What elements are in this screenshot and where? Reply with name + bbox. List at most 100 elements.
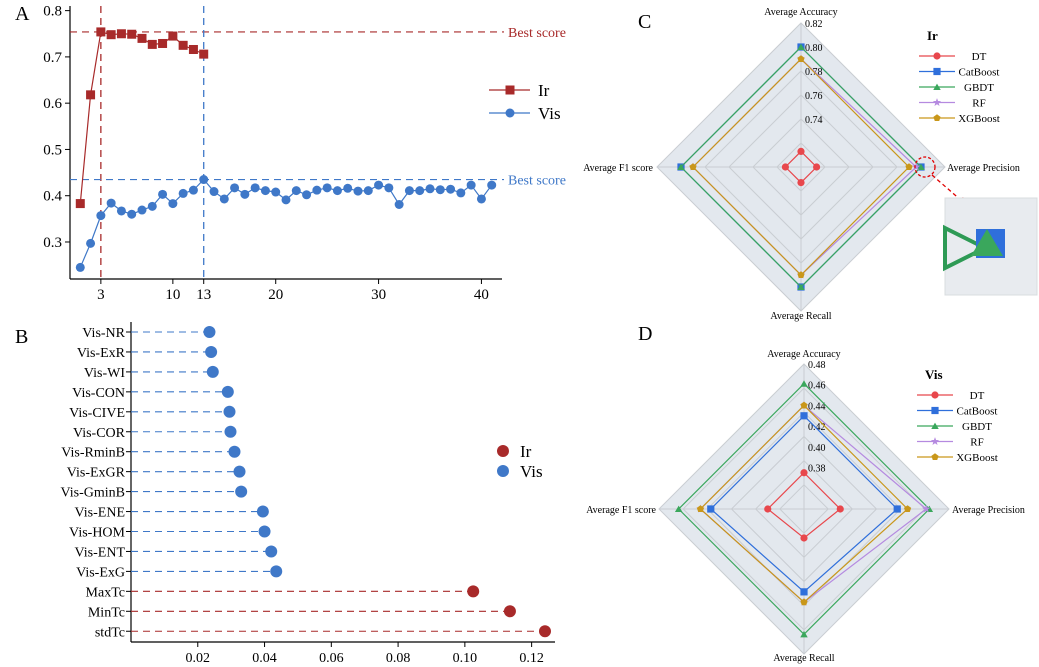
radar-point-xgboost xyxy=(797,271,805,279)
data-point-vis xyxy=(353,186,363,196)
radar-point-dt xyxy=(781,163,790,171)
data-point-ir xyxy=(199,49,209,59)
legend-marker xyxy=(497,445,509,457)
data-point-vis xyxy=(96,211,106,221)
data-point-vis xyxy=(322,183,332,193)
radar-tick-label: 0.44 xyxy=(808,401,826,412)
data-point-ir xyxy=(178,40,188,50)
lollipop-dot xyxy=(221,385,234,398)
category-label: stdTc xyxy=(95,625,125,640)
x-tick-label: 0.02 xyxy=(186,651,211,666)
radar-point-gbdt xyxy=(797,43,805,51)
data-point-vis xyxy=(260,186,270,196)
x-tick-label: 0.10 xyxy=(453,651,478,666)
radar-point-dt xyxy=(800,469,808,477)
legend-label: DT xyxy=(970,390,985,402)
lollipop-dot xyxy=(235,485,248,498)
data-point-vis xyxy=(230,183,240,193)
radar-point-xgboost xyxy=(905,163,913,171)
data-point-vis xyxy=(384,183,394,193)
y-tick-label: 0.7 xyxy=(43,50,62,66)
radar-point-xgboost xyxy=(689,163,697,171)
y-tick-label: 0.8 xyxy=(43,4,62,20)
data-point-vis xyxy=(188,185,198,195)
x-tick-label: 0.04 xyxy=(252,651,277,666)
zoom-inset-triangle xyxy=(971,229,1003,256)
radar-point-xgboost xyxy=(903,505,912,513)
radar-point-dt xyxy=(800,534,808,542)
data-point-ir xyxy=(96,27,106,37)
lollipop-dot xyxy=(270,565,283,578)
legend-label: RF xyxy=(972,98,985,110)
radar-point-gbdt xyxy=(674,505,683,513)
data-point-vis xyxy=(158,189,168,199)
category-label: Vis-COR xyxy=(73,426,126,441)
x-tick-label: 13 xyxy=(196,287,211,303)
panel-label-a: A xyxy=(15,3,30,25)
radar-point-rf xyxy=(912,162,921,171)
category-label: Vis-ENE xyxy=(75,506,125,521)
radar-point-dt xyxy=(797,147,805,155)
legend-label: GBDT xyxy=(962,421,992,433)
category-label: Vis-ENT xyxy=(75,545,126,560)
legend-marker xyxy=(931,391,939,399)
data-point-ir xyxy=(116,29,126,39)
data-point-vis xyxy=(281,195,291,205)
data-point-ir xyxy=(147,39,157,49)
best-score-label: Best score xyxy=(508,26,566,41)
radar-tick-label: 0.42 xyxy=(808,422,826,433)
data-point-vis xyxy=(199,175,209,185)
y-tick-label: 0.4 xyxy=(43,189,62,205)
category-label: Vis-ExG xyxy=(76,565,125,580)
legend-label: GBDT xyxy=(964,82,994,94)
data-point-vis xyxy=(291,186,301,196)
x-tick-label: 40 xyxy=(474,287,489,303)
lollipop-dot xyxy=(538,625,551,638)
data-point-ir xyxy=(75,199,85,209)
category-label: Vis-NR xyxy=(82,326,125,341)
category-label: Vis-ExGR xyxy=(67,466,126,481)
category-label: Vis-CON xyxy=(72,386,125,401)
data-point-vis xyxy=(147,201,157,211)
legend-label: RF xyxy=(970,437,983,449)
radar-point-gbdt xyxy=(677,163,685,171)
radar-tick-label: 0.74 xyxy=(805,115,823,126)
data-point-vis xyxy=(240,189,250,199)
radar-tick-label: 0.38 xyxy=(808,464,826,475)
radar-point-dt xyxy=(797,179,805,187)
radar-point-xgboost xyxy=(696,505,705,513)
legend-label: Ir xyxy=(520,442,532,461)
data-point-vis xyxy=(363,186,373,196)
radar-point-catboost xyxy=(893,505,901,513)
data-point-vis xyxy=(116,206,126,216)
data-point-vis xyxy=(394,200,404,210)
radar-tick-label: 0.76 xyxy=(805,91,823,102)
panel-label-c: C xyxy=(638,11,651,33)
radar-axis-label: Average Accuracy xyxy=(764,7,837,18)
x-tick-label: 20 xyxy=(268,287,283,303)
legend-marker xyxy=(933,83,941,91)
radar-point-xgboost xyxy=(800,598,808,606)
legend-label: XGBoost xyxy=(958,113,1000,125)
category-label: Vis-HOM xyxy=(69,526,125,541)
legend-title: Vis xyxy=(925,367,943,382)
legend-marker xyxy=(933,52,941,60)
x-tick-label: 0.08 xyxy=(386,651,411,666)
legend-label: XGBoost xyxy=(956,452,998,464)
data-point-vis xyxy=(456,188,466,198)
lollipop-dot xyxy=(258,525,271,538)
lollipop-dot xyxy=(223,405,236,418)
y-tick-label: 0.6 xyxy=(43,96,62,112)
radar-point-gbdt xyxy=(917,163,925,171)
data-point-vis xyxy=(178,188,188,198)
lollipop-dot xyxy=(233,465,246,478)
data-point-vis xyxy=(271,187,281,197)
zoom-inset-edge xyxy=(943,224,990,272)
legend-title: Ir xyxy=(927,28,938,43)
radar-axis-label: Average Recall xyxy=(770,311,831,322)
lollipop-dot xyxy=(503,605,516,618)
category-label: Vis-WI xyxy=(84,366,125,381)
